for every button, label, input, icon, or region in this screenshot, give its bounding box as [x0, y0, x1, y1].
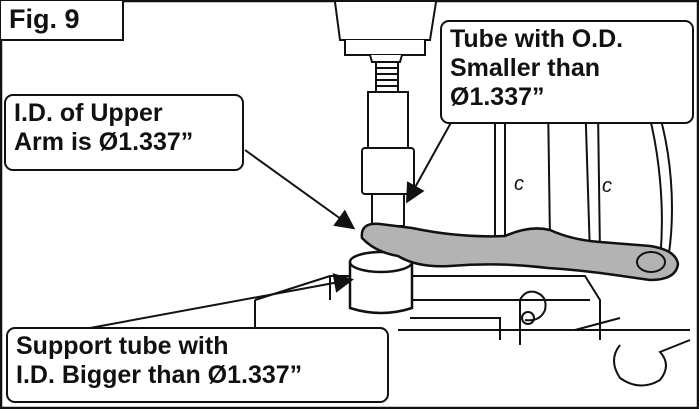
leader-tube-od: [406, 109, 459, 204]
callout-support-tube: Support tube with I.D. Bigger than Ø1.33…: [6, 327, 389, 403]
leader-support-tube: [89, 273, 354, 329]
callout-line: Support tube with: [16, 332, 229, 360]
callout-line: Ø1.337”: [450, 83, 545, 111]
frame-mark-left: c: [514, 173, 524, 195]
arm-bushing: [636, 251, 666, 273]
leader-upper-arm: [244, 149, 356, 230]
callout-upper-arm-id: I.D. of Upper Arm is Ø1.337”: [4, 94, 244, 171]
upper-control-arm: [360, 222, 680, 282]
callout-line: I.D. Bigger than Ø1.337”: [16, 361, 303, 389]
callout-line: Tube with O.D.: [450, 25, 624, 53]
callout-line: Arm is Ø1.337”: [14, 128, 194, 156]
callout-line: Smaller than: [450, 54, 601, 82]
support-tube: [348, 250, 414, 315]
press-head: [334, 1, 437, 63]
press-screw: [375, 61, 399, 93]
callout-tube-od: Tube with O.D. Smaller than Ø1.337”: [440, 20, 694, 124]
frame-mark-right: c: [602, 175, 612, 197]
figure-label: Fig. 9: [1, 1, 124, 41]
press-ram: [361, 91, 415, 227]
pin-clip: [519, 290, 691, 387]
callout-line: I.D. of Upper: [14, 99, 163, 127]
